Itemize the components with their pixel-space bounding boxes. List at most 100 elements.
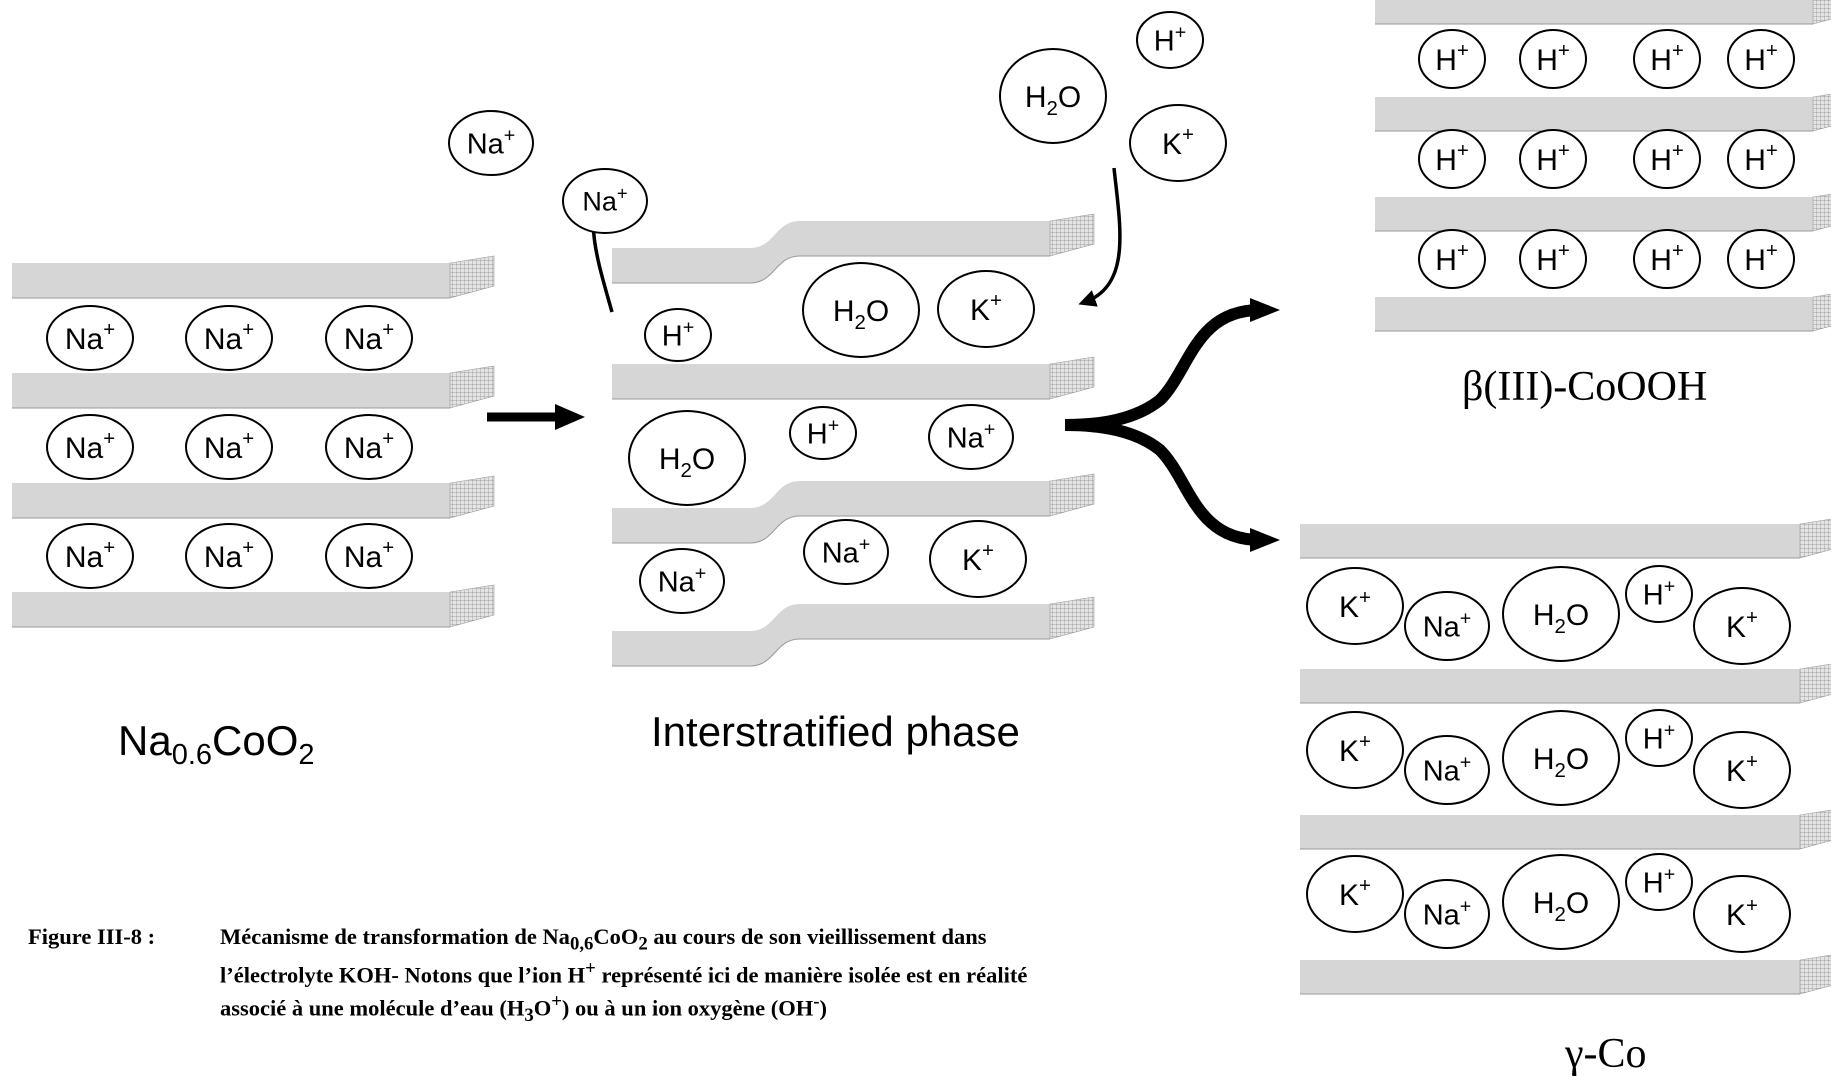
water-ion: H2O bbox=[802, 262, 920, 358]
sodium-ion: Na+ bbox=[185, 523, 273, 589]
proton-ion: H+ bbox=[1519, 29, 1587, 89]
svg-text:H+: H+ bbox=[1435, 40, 1469, 77]
proton-ion: H+ bbox=[1633, 229, 1701, 289]
svg-text:Na+: Na+ bbox=[204, 319, 254, 356]
svg-text:H+: H+ bbox=[807, 414, 839, 450]
proton-ion: H+ bbox=[1727, 29, 1795, 89]
branch-arrow-head-lower bbox=[1250, 528, 1280, 552]
sodium-ion: Na+ bbox=[185, 414, 273, 480]
svg-text:H+: H+ bbox=[1650, 40, 1684, 77]
sodium-ion: Na+ bbox=[46, 305, 134, 371]
potassium-ion: K+ bbox=[1693, 587, 1791, 665]
cobalt-oxide-layer bbox=[12, 584, 495, 628]
proton-ion: H+ bbox=[1519, 229, 1587, 289]
proton-ion: H+ bbox=[1418, 29, 1486, 89]
proton-ion: H+ bbox=[789, 406, 857, 460]
svg-text:Na+: Na+ bbox=[65, 537, 115, 574]
svg-text:Na+: Na+ bbox=[344, 428, 394, 465]
svg-text:Na+: Na+ bbox=[1423, 751, 1472, 787]
sodium-ion: Na+ bbox=[325, 523, 413, 589]
svg-text:Na+: Na+ bbox=[822, 533, 871, 569]
potassium-ion: K+ bbox=[929, 520, 1027, 598]
figure-caption: Figure III-8 : Mécanisme de transformati… bbox=[28, 922, 1203, 1029]
svg-text:Na+: Na+ bbox=[344, 537, 394, 574]
branch-brace bbox=[1064, 304, 1261, 546]
cobalt-oxide-layer bbox=[612, 356, 1095, 400]
svg-text:H+: H+ bbox=[1435, 140, 1469, 177]
sodium-ion: Na+ bbox=[325, 305, 413, 371]
svg-text:H+: H+ bbox=[1435, 240, 1469, 277]
sodium-ion: Na+ bbox=[803, 519, 889, 585]
cobalt-oxide-layer bbox=[1375, 0, 1831, 25]
svg-text:H+: H+ bbox=[1643, 719, 1675, 755]
cobalt-oxide-layer bbox=[1300, 954, 1831, 995]
svg-text:H+: H+ bbox=[662, 316, 694, 352]
svg-text:H+: H+ bbox=[1536, 240, 1570, 277]
sodium-ion: Na+ bbox=[448, 110, 534, 176]
svg-text:H+: H+ bbox=[1650, 140, 1684, 177]
stepped-cobalt-oxide-layer bbox=[612, 213, 1095, 284]
svg-text:Na+: Na+ bbox=[1423, 895, 1472, 931]
sodium-ion: Na+ bbox=[1404, 879, 1490, 949]
svg-text:K+: K+ bbox=[1726, 895, 1758, 932]
proton-ion: H+ bbox=[644, 308, 712, 362]
svg-text:K+: K+ bbox=[1339, 587, 1371, 624]
sodium-ion: Na+ bbox=[46, 523, 134, 589]
proton-ion: H+ bbox=[1625, 853, 1693, 911]
water-ion: H2O bbox=[1502, 566, 1620, 662]
cobalt-oxide-layer bbox=[1300, 518, 1831, 559]
sodium-ion: Na+ bbox=[46, 414, 134, 480]
proton-ion: H+ bbox=[1727, 229, 1795, 289]
potassium-ion: K+ bbox=[1129, 104, 1227, 182]
sodium-ion: Na+ bbox=[1404, 591, 1490, 661]
proton-ion: H+ bbox=[1418, 229, 1486, 289]
svg-text:Na+: Na+ bbox=[65, 428, 115, 465]
k-uptake-arrow bbox=[1078, 167, 1122, 307]
water-ion: H2O bbox=[628, 410, 746, 506]
svg-text:H+: H+ bbox=[1536, 40, 1570, 77]
stepped-cobalt-oxide-layer bbox=[612, 596, 1095, 667]
svg-text:H2O: H2O bbox=[1533, 743, 1589, 782]
svg-text:H+: H+ bbox=[1536, 140, 1570, 177]
svg-text:H+: H+ bbox=[1650, 240, 1684, 277]
potassium-ion: K+ bbox=[1693, 875, 1791, 953]
svg-text:Na0.6CoO2: Na0.6CoO2 bbox=[118, 717, 315, 771]
sodium-ion: Na+ bbox=[1404, 735, 1490, 805]
svg-text:Na+: Na+ bbox=[947, 418, 996, 454]
figure-number: Figure III-8 : bbox=[28, 924, 156, 949]
sodium-ion: Na+ bbox=[562, 168, 648, 234]
cobalt-oxide-layer bbox=[1300, 663, 1831, 704]
cobalt-oxide-layer bbox=[1375, 193, 1831, 232]
svg-text:H2O: H2O bbox=[659, 443, 715, 482]
figure-caption-text: Mécanisme de transformation de Na0,6CoO2… bbox=[220, 922, 1203, 1029]
potassium-ion: K+ bbox=[1306, 711, 1404, 789]
svg-text:H+: H+ bbox=[1744, 240, 1778, 277]
svg-text:Na+: Na+ bbox=[1423, 607, 1472, 643]
proton-ion: H+ bbox=[1633, 29, 1701, 89]
cobalt-oxide-layer bbox=[12, 365, 495, 409]
svg-text:Na+: Na+ bbox=[658, 562, 707, 598]
svg-text:K+: K+ bbox=[962, 540, 994, 577]
water-ion: H2O bbox=[1502, 710, 1620, 806]
sodium-ion: Na+ bbox=[928, 404, 1014, 470]
middle-phase-label: Interstratified phase bbox=[651, 708, 1020, 755]
sodium-ion: Na+ bbox=[639, 548, 725, 614]
branch-arrow-head-upper bbox=[1250, 298, 1280, 322]
potassium-ion: K+ bbox=[1693, 731, 1791, 809]
svg-text:Na+: Na+ bbox=[65, 319, 115, 356]
svg-text:Na+: Na+ bbox=[204, 428, 254, 465]
potassium-ion: K+ bbox=[1306, 855, 1404, 933]
svg-text:K+: K+ bbox=[1726, 751, 1758, 788]
cobalt-oxide-layer bbox=[1375, 93, 1831, 132]
proton-ion: H+ bbox=[1625, 565, 1693, 623]
proton-ion: H+ bbox=[1727, 129, 1795, 189]
cobalt-oxide-layer bbox=[1300, 809, 1831, 850]
ions: Na+Na+Na+Na+Na+Na+Na+Na+Na+Na+Na+H2OH+K+… bbox=[46, 11, 1795, 953]
caption-line-1: Mécanisme de transformation de Na0,6CoO2… bbox=[220, 924, 987, 955]
svg-text:Na+: Na+ bbox=[204, 537, 254, 574]
svg-text:H+: H+ bbox=[1744, 140, 1778, 177]
sodium-ion: Na+ bbox=[325, 414, 413, 480]
caption-line-3: associé à une molécule d’eau (H3O+) ou à… bbox=[220, 991, 827, 1027]
svg-text:K+: K+ bbox=[1162, 124, 1194, 161]
svg-text:H+: H+ bbox=[1744, 40, 1778, 77]
